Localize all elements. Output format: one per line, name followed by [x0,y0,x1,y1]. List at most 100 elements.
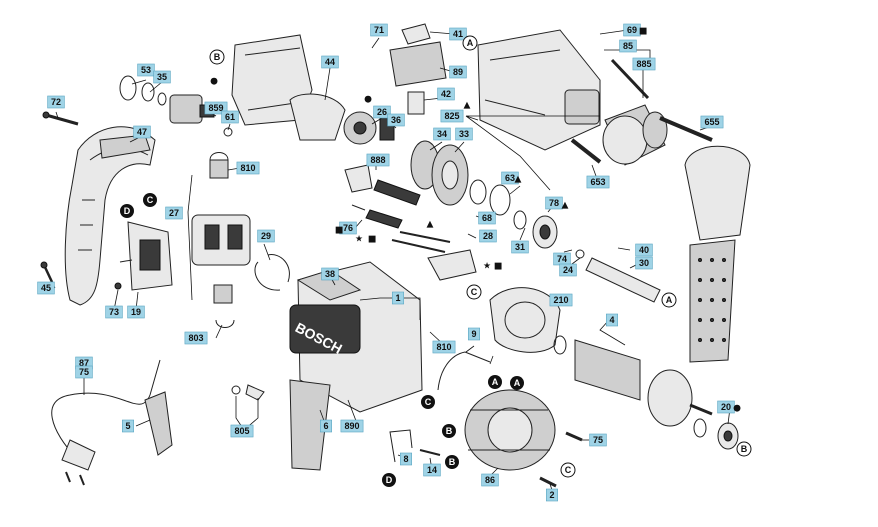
part-label-text: 73 [109,307,119,317]
part-label-text: 45 [41,283,51,293]
part-label-text: 34 [437,129,447,139]
marker-square-icon: ■ [335,226,344,236]
part-label-tag [127,305,145,319]
part-label-26: 26 [373,105,391,119]
reference-circle-c: C [560,462,576,478]
part-label-text: 78 [549,198,559,208]
part-drawings: BOSCH [40,23,751,488]
part-label-tag [549,293,573,307]
marker-star-icon: ★ [483,262,491,272]
spindle-24 [575,249,661,303]
part-label-tag [230,424,254,438]
part-label-tag [257,229,275,243]
cable-sleeve [144,391,173,456]
part-label-text: 1 [395,293,400,303]
part-label-5: 5 [122,419,135,433]
part-label-29: 29 [257,229,275,243]
part-label-tag [545,196,563,210]
part-label-tag [236,161,260,175]
part-label-885: 885 [632,57,656,71]
fan-baffle [489,287,561,353]
part-label-76: 76 [339,221,357,235]
part-label-text: 36 [391,115,401,125]
part-label-text: 85 [623,41,633,51]
part-label-tag [586,175,610,189]
part-label-text: 68 [482,213,492,223]
cable-87 [437,351,491,391]
part-label-41: 41 [449,27,467,41]
selector-knob [389,23,447,115]
marker-triangle-icon: ▲ [427,220,434,230]
reference-circle-a: A [510,376,524,390]
part-label-tag [449,27,467,41]
reference-circle-letter: B [741,444,748,454]
part-label-text: 8 [403,454,408,464]
marker-star-icon: ★ [355,235,363,245]
part-label-34: 34 [433,127,451,141]
aux-handle-grip-dots [698,258,726,342]
part-label-tag [321,55,339,69]
part-label-tag [423,463,441,477]
marker-square-icon: ■ [368,235,377,245]
marker-triangle-icon: ▲ [562,201,569,211]
part-label-text: 71 [374,25,384,35]
bearing-14 [693,418,739,450]
part-label-805: 805 [230,424,254,438]
part-label-890: 890 [340,419,364,433]
reference-circle-a: A [462,35,478,51]
reference-circle-shape [445,455,459,469]
part-label-tag [340,419,364,433]
part-label-text: 19 [131,307,141,317]
reference-circle-letter: A [467,38,474,48]
reference-circle-letter: D [386,475,393,485]
part-label-text: 31 [515,242,525,252]
reference-circle-c: C [421,395,435,409]
part-label-text: 30 [639,258,649,268]
power-cable [51,359,161,486]
drill-chuck [602,58,668,166]
part-label-text: 87 [79,358,89,368]
part-label-text: 69 [627,25,637,35]
reference-circle-shape [488,375,502,389]
part-label-text: 75 [593,435,603,445]
part-label-tag [391,291,404,305]
part-label-75: 75 [75,365,93,379]
part-label-9: 9 [467,327,480,341]
part-label-35: 35 [153,70,171,84]
part-label-74: 74 [553,252,571,266]
part-label-tag [387,113,405,127]
part-label-tag [37,281,55,295]
part-label-tag [589,433,607,447]
part-label-44: 44 [321,55,339,69]
part-label-text: 24 [563,265,573,275]
marker-dot-icon: ● [210,77,218,87]
reference-circle-letter: C [425,397,432,407]
screw-48 [539,476,557,488]
part-label-tag [605,313,618,327]
part-label-text: 35 [157,72,167,82]
part-label-tag [632,57,656,71]
reference-circle-letter: A [492,377,499,387]
brush-holder-plate [191,152,251,328]
switch-lever-888 [344,164,421,229]
part-label-tag [511,240,529,254]
part-label-text: 810 [240,163,255,173]
part-label-tag [373,105,391,119]
part-label-text: 9 [471,329,476,339]
part-label-text: 655 [704,117,719,127]
part-label-tag [433,127,451,141]
reference-circle-letter: B [214,52,221,62]
part-label-text: 888 [370,155,385,165]
part-label-4: 4 [605,313,618,327]
part-label-text: 2 [549,490,554,500]
reference-circle-a: A [488,375,502,389]
part-label-tag [370,23,388,37]
part-label-text: 86 [485,475,495,485]
part-label-text: 859 [208,103,223,113]
cover-part-20 [289,379,331,471]
marker-symbols: ■●●▲▲▲■★■▲★■● [210,27,741,414]
reference-circle-b: B [442,424,456,438]
part-label-71: 71 [370,23,388,37]
reference-circle-shape [209,49,225,65]
